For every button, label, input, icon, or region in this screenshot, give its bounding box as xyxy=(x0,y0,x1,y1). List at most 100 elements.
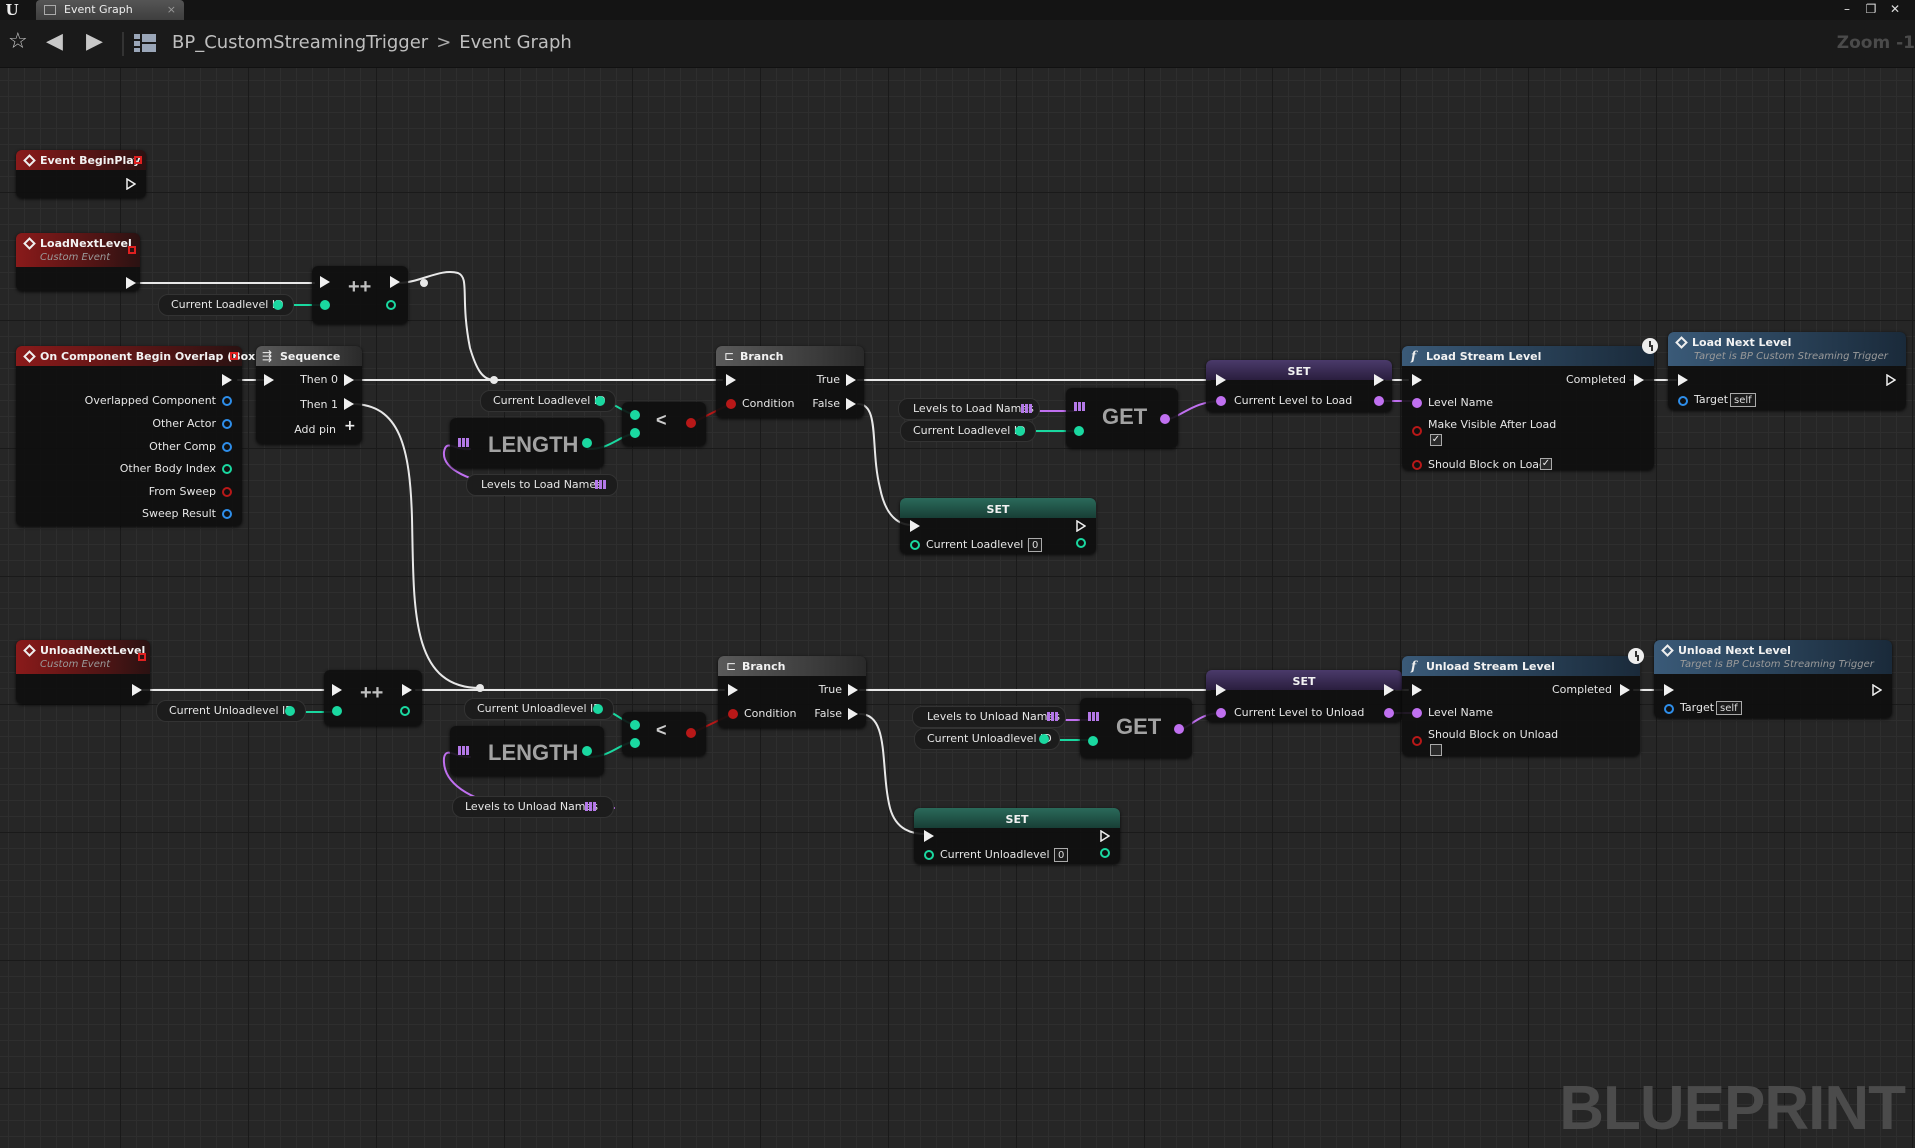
node-set-current-level-to-load[interactable]: SET Current Level to Load xyxy=(1206,360,1392,412)
graph-canvas[interactable]: Event BeginPlay LoadNextLevel Custom Eve… xyxy=(0,68,1915,1148)
exec-pin-icon[interactable] xyxy=(846,374,856,386)
bool-pin-icon[interactable] xyxy=(1412,736,1422,746)
node-branch-load[interactable]: ⊏ Branch True Condition False xyxy=(716,346,864,418)
node-set-current-level-to-unload[interactable]: SET Current Level to Unload xyxy=(1206,670,1402,722)
exec-pin-icon[interactable] xyxy=(264,374,274,386)
int-pin-icon[interactable] xyxy=(630,738,640,748)
object-pin-icon[interactable] xyxy=(1678,396,1688,406)
exec-pin-icon[interactable] xyxy=(344,374,354,386)
exec-pin-icon[interactable] xyxy=(1678,374,1688,386)
int-pin-icon[interactable] xyxy=(320,300,330,310)
int-pin-icon[interactable] xyxy=(593,704,603,714)
object-pin-icon[interactable] xyxy=(222,419,232,429)
exec-pin-out-icon[interactable] xyxy=(126,178,136,190)
int-pin-icon[interactable] xyxy=(1074,426,1084,436)
exec-pin-icon[interactable] xyxy=(728,684,738,696)
struct-pin-icon[interactable] xyxy=(222,509,232,519)
int-pin-icon[interactable] xyxy=(1015,426,1025,436)
name-pin-icon[interactable] xyxy=(1216,708,1226,718)
bool-pin-icon[interactable] xyxy=(1412,460,1422,470)
int-pin-icon[interactable] xyxy=(582,438,592,448)
var-levels-to-load-names[interactable]: Levels to Load Names xyxy=(466,474,618,496)
int-pin-icon[interactable] xyxy=(630,428,640,438)
object-pin-icon[interactable] xyxy=(222,396,232,406)
node-increment-unloadlevel[interactable]: ++ xyxy=(324,670,422,726)
node-less-than[interactable]: < xyxy=(622,402,706,446)
int-pin-icon[interactable] xyxy=(1076,538,1086,548)
exec-pin-icon[interactable] xyxy=(846,398,856,410)
exec-pin-icon[interactable] xyxy=(1374,374,1384,386)
delegate-pin-icon[interactable] xyxy=(138,653,146,661)
int-pin-icon[interactable] xyxy=(386,300,396,310)
tab-close-icon[interactable]: × xyxy=(166,3,176,16)
int-pin-icon[interactable] xyxy=(400,706,410,716)
node-call-load-next-level[interactable]: Load Next Level Target is BP Custom Stre… xyxy=(1668,332,1906,410)
node-load-stream-level[interactable]: f Load Stream Level Completed Level Name… xyxy=(1402,338,1658,471)
exec-pin-icon[interactable] xyxy=(1384,684,1394,696)
bool-pin-icon[interactable] xyxy=(1412,426,1422,436)
var-current-loadlevel-id[interactable]: Current Loadlevel ID xyxy=(158,294,294,316)
node-event-unloadnextlevel[interactable]: UnloadNextLevel Custom Event xyxy=(16,640,150,704)
object-pin-icon[interactable] xyxy=(222,442,232,452)
var-current-unloadlevel-id-index[interactable]: Current Unloadlevel ID xyxy=(914,728,1060,750)
int-pin-icon[interactable] xyxy=(222,464,232,474)
node-sequence[interactable]: ⇶ Sequence Then 0 Then 1 Add pin + xyxy=(256,346,362,444)
int-pin-icon[interactable] xyxy=(630,410,640,420)
int-pin-icon[interactable] xyxy=(630,720,640,730)
breadcrumb-blueprint[interactable]: BP_CustomStreamingTrigger xyxy=(172,32,429,53)
exec-pin-out-icon[interactable] xyxy=(1100,830,1110,842)
node-set-reset-loadlevel-id[interactable]: SET Current Loadlevel ID 0 xyxy=(900,498,1096,554)
exec-pin-icon[interactable] xyxy=(1620,684,1630,696)
int-pin-icon[interactable] xyxy=(582,746,592,756)
bool-pin-icon[interactable] xyxy=(222,487,232,497)
bool-pin-icon[interactable] xyxy=(726,399,736,409)
star-icon[interactable]: ☆ xyxy=(8,29,28,54)
node-event-component-begin-overlap[interactable]: On Component Begin Overlap (Box) Overlap… xyxy=(16,346,260,526)
bool-pin-icon[interactable] xyxy=(728,709,738,719)
exec-pin-icon[interactable] xyxy=(402,684,412,696)
int-pin-icon[interactable] xyxy=(1088,736,1098,746)
delegate-pin-icon[interactable] xyxy=(230,352,238,360)
node-event-beginplay[interactable]: Event BeginPlay xyxy=(16,150,146,198)
exec-pin-icon[interactable] xyxy=(1412,374,1422,386)
int-pin-icon[interactable] xyxy=(910,540,920,550)
int-pin-icon[interactable] xyxy=(332,706,342,716)
exec-pin-icon[interactable] xyxy=(344,398,354,410)
exec-pin-out-icon[interactable] xyxy=(1076,520,1086,532)
name-pin-icon[interactable] xyxy=(1216,396,1226,406)
add-pin-label[interactable]: Add pin xyxy=(294,423,336,436)
exec-pin-icon[interactable] xyxy=(320,276,330,288)
make-visible-checkbox[interactable]: ✓ xyxy=(1430,434,1442,446)
exec-pin-icon[interactable] xyxy=(848,684,858,696)
node-unload-stream-level[interactable]: f Unload Stream Level Completed Level Na… xyxy=(1402,648,1644,756)
exec-pin-icon[interactable] xyxy=(126,277,136,289)
object-pin-icon[interactable] xyxy=(1664,704,1674,714)
int-pin-icon[interactable] xyxy=(1039,734,1049,744)
int-pin-icon[interactable] xyxy=(285,706,295,716)
exec-pin-icon[interactable] xyxy=(1216,374,1226,386)
close-button[interactable]: ✕ xyxy=(1889,2,1901,16)
exec-pin-icon[interactable] xyxy=(910,520,920,532)
var-current-unloadlevel-id[interactable]: Current Unloadlevel ID xyxy=(156,700,306,722)
tab-event-graph[interactable]: Event Graph × xyxy=(36,0,184,20)
maximize-button[interactable]: ❐ xyxy=(1865,2,1877,16)
node-branch-unload[interactable]: ⊏ Branch True Condition False xyxy=(718,656,866,728)
exec-pin-out-icon[interactable] xyxy=(1886,374,1896,386)
forward-arrow-icon[interactable]: ▶ xyxy=(86,29,103,54)
name-pin-icon[interactable] xyxy=(1174,724,1184,734)
var-levels-to-load-names-get[interactable]: Levels to Load Names xyxy=(898,398,1040,420)
exec-pin-icon[interactable] xyxy=(726,374,736,386)
exec-pin-out-icon[interactable] xyxy=(1872,684,1882,696)
int-pin-icon[interactable] xyxy=(924,850,934,860)
int-value-field[interactable]: 0 xyxy=(1054,848,1069,862)
exec-pin-icon[interactable] xyxy=(924,830,934,842)
minimize-button[interactable]: – xyxy=(1844,2,1850,16)
target-value-field[interactable]: self xyxy=(1730,393,1756,407)
bool-pin-icon[interactable] xyxy=(686,418,696,428)
bool-pin-icon[interactable] xyxy=(686,728,696,738)
node-event-loadnextlevel[interactable]: LoadNextLevel Custom Event xyxy=(16,233,140,291)
exec-pin-icon[interactable] xyxy=(390,276,400,288)
node-array-length[interactable]: LENGTH xyxy=(450,418,604,468)
int-pin-icon[interactable] xyxy=(273,300,283,310)
node-array-get-unload[interactable]: GET xyxy=(1080,698,1192,758)
